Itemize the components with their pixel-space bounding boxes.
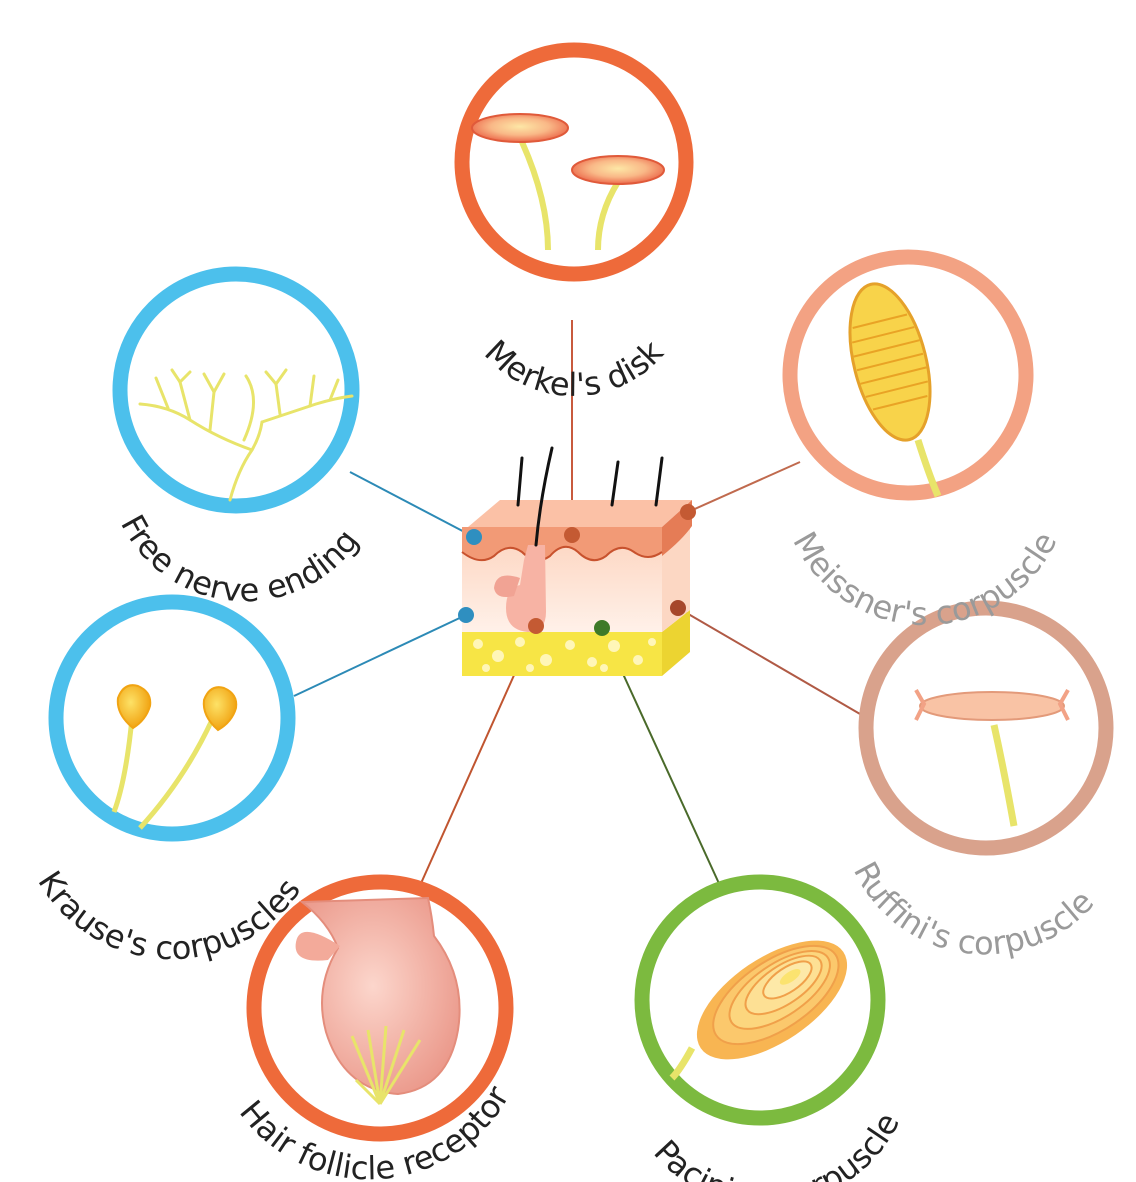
free-label: Free nerve ending [113, 508, 366, 609]
merkel-dot [564, 527, 580, 543]
ruffini-receptor [866, 608, 1106, 848]
dermis-layer [462, 548, 662, 632]
free-dot [466, 529, 482, 545]
merkel-label: Merkel's disk [477, 332, 671, 404]
merkel-disk-1 [472, 114, 568, 142]
skin-top-face [468, 500, 692, 527]
ruffini-label: Ruffini's corpuscle [846, 855, 1101, 962]
free-receptor [120, 274, 352, 506]
krause-receptor [56, 602, 288, 834]
fat-layer [462, 632, 662, 676]
ruffini-connector [678, 608, 860, 714]
meissner-dot [680, 504, 696, 520]
ruffini-dot [670, 600, 686, 616]
hair-dot [528, 618, 544, 634]
meissner-connector [688, 462, 800, 512]
meissner-receptor [790, 257, 1026, 496]
pacinian-dot [594, 620, 610, 636]
merkel-disk-2 [572, 156, 664, 184]
free-connector [350, 472, 474, 537]
krause-connector [294, 615, 466, 696]
pacinian-receptor [642, 882, 878, 1118]
merkel-receptor [462, 50, 686, 274]
krause-circle [56, 602, 288, 834]
ruffini-body [920, 692, 1064, 720]
ruffini-circle [866, 608, 1106, 848]
hair-receptor [254, 882, 506, 1134]
krause-dot [458, 607, 474, 623]
skin-cross-section [458, 448, 696, 676]
free-circle [120, 274, 352, 506]
